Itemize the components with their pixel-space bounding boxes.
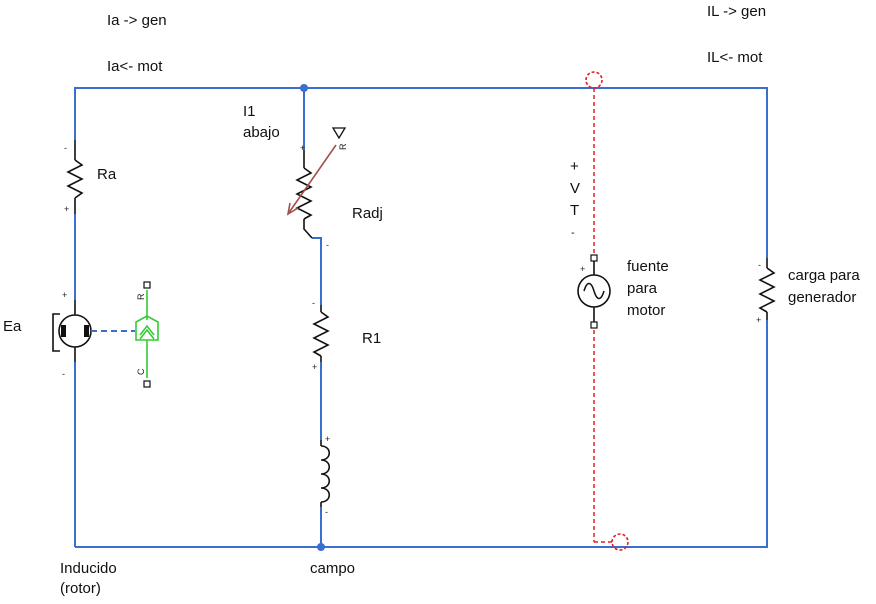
resistor-ra[interactable]: - + <box>64 140 84 214</box>
ac-source[interactable]: + <box>577 254 611 329</box>
voltmeter-vt[interactable] <box>585 71 629 551</box>
label-vt-t: T <box>570 202 580 219</box>
label-carga-2: generador <box>788 289 857 306</box>
ra-plus-pin: + <box>64 204 69 214</box>
label-vt-v: V <box>570 180 581 197</box>
label-rotor: (rotor) <box>60 580 101 597</box>
label-r1: R1 <box>362 330 382 347</box>
r1-plus-pin: + <box>312 362 317 372</box>
sensor-c-pin: C <box>136 368 146 375</box>
bottom-wire <box>75 320 768 548</box>
ind-plus-pin: + <box>325 434 330 444</box>
voltmeter-top-probe-icon <box>585 71 603 89</box>
label-ra: Ra <box>97 166 117 183</box>
junction-bottom <box>317 543 325 551</box>
radj-r-pin: R <box>338 143 348 150</box>
radj-control-port-icon <box>331 127 347 140</box>
radj-plus-pin: + <box>300 143 305 153</box>
label-abajo: abajo <box>243 124 280 141</box>
label-ea: Ea <box>3 318 22 335</box>
top-wire <box>74 87 768 258</box>
label-il-gen: IL -> gen <box>707 3 767 20</box>
sensor-r-pin: R <box>136 293 146 300</box>
load-plus-pin: + <box>756 315 761 325</box>
label-fuente-1: fuente <box>627 258 669 275</box>
label-il-mot: IL<- mot <box>707 49 763 66</box>
label-inducido: Inducido <box>60 560 117 577</box>
label-carga-1: carga para <box>788 267 860 284</box>
label-fuente-3: motor <box>627 302 666 319</box>
ind-minus-pin: - <box>325 507 328 517</box>
label-fuente-2: para <box>627 280 658 297</box>
load-resistor[interactable]: - + <box>756 258 776 325</box>
radj-minus-pin: - <box>326 240 329 250</box>
label-i1: I1 <box>243 103 256 120</box>
label-vt-minus: - <box>571 227 575 239</box>
ra-minus-pin: - <box>64 143 67 153</box>
source-plus-pin: + <box>580 264 585 274</box>
ea-plus-pin: + <box>62 290 67 300</box>
voltmeter-bottom-probe-icon <box>611 533 629 551</box>
load-minus-pin: - <box>758 260 761 270</box>
resistor-radj[interactable]: + - R <box>286 127 348 250</box>
field-inductor[interactable]: + - <box>320 434 330 517</box>
dc-machine[interactable]: + - <box>52 290 135 379</box>
label-ia-mot: Ia<- mot <box>107 58 163 75</box>
label-ia-gen: Ia -> gen <box>107 12 167 29</box>
label-radj: Radj <box>352 205 383 222</box>
wires <box>74 84 768 551</box>
motion-sensor[interactable]: R C <box>135 281 159 388</box>
label-campo: campo <box>310 560 356 577</box>
junction-top <box>300 84 308 92</box>
r1-minus-pin: - <box>312 298 315 308</box>
field-wire-radj-r1 <box>312 237 322 305</box>
resistor-r1[interactable]: - + <box>312 298 330 372</box>
label-vt-plus: + <box>570 158 579 175</box>
ea-minus-pin: - <box>62 369 65 379</box>
